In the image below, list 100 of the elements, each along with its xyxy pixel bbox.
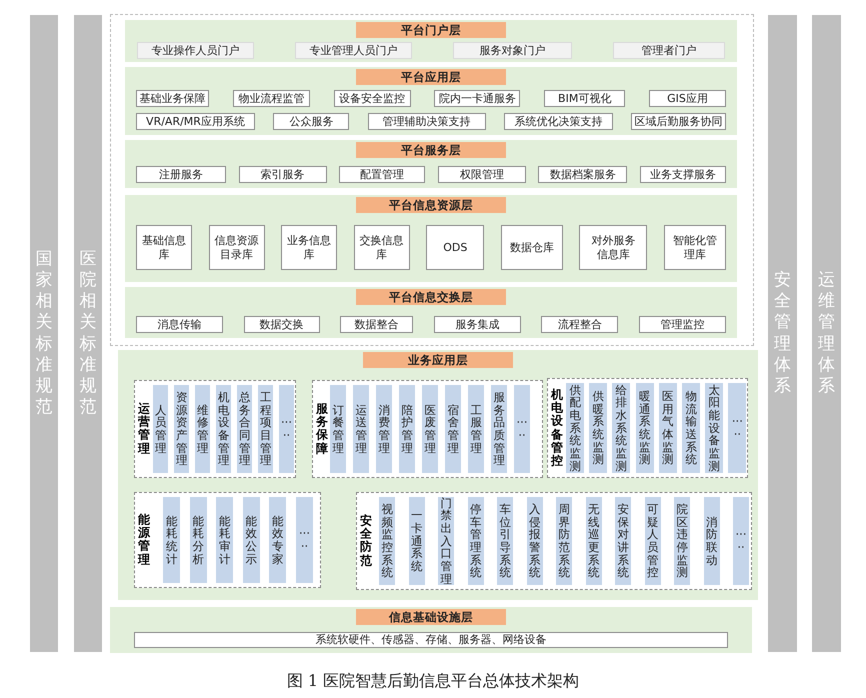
module-box: 消息传输 [136,316,223,333]
layer-title: 平台信息交换层 [356,289,506,305]
standard-column: 运维管理体系 [812,15,841,652]
module-column: 门禁出入口管理 [438,497,454,585]
module-column: 能效公示 [242,497,260,583]
module-box: 服务集成 [434,316,521,333]
module-column: 医用气体监测 [658,383,677,473]
module-column: ····· [296,497,313,583]
module-box: 业务信息库 [281,225,338,270]
module-column: 院区违停监测 [674,497,690,585]
group-title: 安全防范 [360,514,372,568]
module-box: 服务对象门户 [453,42,572,59]
module-column: 车位引导系统 [497,497,513,585]
module-box: 业务支撑服务 [640,166,726,183]
module-box: 管理监控 [639,316,726,333]
module-box: 流程整合 [541,316,618,333]
module-box: 数据交换 [244,316,320,333]
module-column: ····· [514,385,530,473]
group-panel [547,378,748,478]
module-column: 工服管理 [468,385,484,473]
layer-title: 平台门户层 [356,22,506,38]
module-column: 入侵报警系统 [526,497,542,585]
module-box: VR/AR/MR应用系统 [136,113,255,130]
module-column: 暖通系统监测 [636,383,654,473]
module-column: 工程项目管理 [258,385,273,473]
module-column: 周界防范系统 [556,497,572,585]
module-column: 一卡通系统 [408,497,424,585]
layer-band [125,287,737,338]
module-box: 专业操作人员门户 [137,42,254,59]
module-column: 供配电系统监测 [566,383,584,473]
layer-band [125,20,737,62]
layer-title: 业务应用层 [363,352,513,368]
module-box: 系统软硬件、传感器、存储、服务器、网络设备 [134,632,728,648]
module-column: 人员管理 [153,385,168,473]
module-box: 系统优化决策支持 [504,113,613,130]
group-title: 服务保障 [316,402,328,456]
module-box: 专业管理人员门户 [295,42,412,59]
module-column: 机电设备管理 [216,385,231,473]
module-column: 可疑人员管控 [644,497,660,585]
module-column: 运送管理 [353,385,369,473]
module-box: 基础业务保障 [136,90,209,107]
module-box: 数据整合 [340,316,414,333]
group-panel [134,380,296,478]
module-box: 公众服务 [273,113,350,130]
module-box: 交换信息库 [354,225,410,270]
module-box: 配置管理 [339,166,426,183]
group-panel [356,492,752,590]
module-column: 供暖系统监测 [589,383,608,473]
module-box: 区域后勤服务协同 [631,113,726,130]
module-column: 物流输送系统 [682,383,700,473]
module-column: ····· [728,383,746,473]
module-box: GIS应用 [649,90,726,107]
layer-band [125,195,737,282]
module-column: 能耗统计 [163,497,180,583]
module-box: 索引服务 [238,166,327,183]
module-column: 医废管理 [422,385,438,473]
group-title: 运营管理 [138,402,150,456]
module-column: 停车管理系统 [468,497,484,585]
module-column: ····· [279,385,294,473]
layer-band [118,350,758,600]
standard-column: 安全管理体系 [768,15,797,652]
standard-column: 医院相关标准规范 [74,15,102,652]
layer-band [110,607,752,653]
module-box: 管理辅助决策支持 [368,113,486,130]
layer-title: 平台应用层 [356,69,506,85]
module-column: 能耗分析 [190,497,207,583]
module-column: 维修管理 [195,385,210,473]
module-column: 消防联动 [704,497,720,585]
module-column: 视频监控系统 [379,497,395,585]
module-column: 安保对讲系统 [615,497,631,585]
module-column: 能耗审计 [216,497,234,583]
module-box: 院内一卡通服务 [434,90,520,107]
layer-title: 平台信息资源层 [356,197,506,213]
layer-title: 信息基础设施层 [356,609,506,625]
module-box: 对外服务信息库 [579,225,648,270]
module-column: 给排水系统监测 [612,383,630,473]
module-box: 管理者门户 [613,42,725,59]
module-column: 无线巡更系统 [586,497,602,585]
module-box: 数据仓库 [500,225,563,270]
module-box: 物业流程监管 [232,90,310,107]
module-box: 基础信息库 [136,225,192,270]
module-column: 总务合同管理 [237,385,252,473]
module-column: 资源资产管理 [174,385,189,473]
standard-column: 国家相关标准规范 [30,15,58,652]
module-column: 服务品质管理 [491,385,507,473]
module-column: 订餐管理 [330,385,346,473]
module-column: 太阳能设备监测 [705,383,724,473]
module-box: BIM可视化 [544,90,626,107]
module-box: 数据档案服务 [538,166,628,183]
layer-band [125,140,737,188]
module-box: 注册服务 [136,166,226,183]
module-column: 消费管理 [376,385,392,473]
group-title: 能源管理 [138,514,150,566]
group-title: 机电设备管控 [551,388,563,468]
module-column: ····· [733,497,749,585]
figure-caption: 图 1 医院智慧后勤信息平台总体技术架构 [286,671,580,692]
module-box: 信息资源目录库 [208,225,265,270]
module-box: 设备安全监控 [334,90,411,107]
layer-band [125,67,737,135]
module-column: 宿舍管理 [445,385,461,473]
